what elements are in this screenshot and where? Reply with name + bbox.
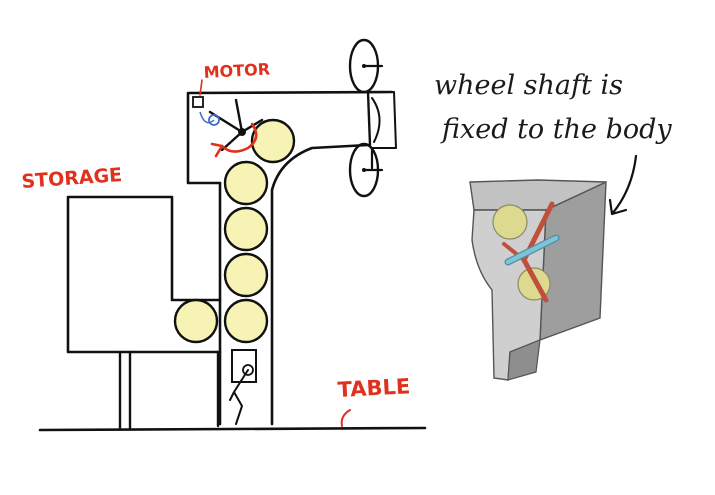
ball	[173, 298, 219, 344]
wheel-top	[348, 38, 384, 94]
ball	[223, 298, 269, 344]
ball	[223, 160, 269, 206]
chute-and-arm	[186, 90, 397, 426]
storage-label: STORAGE	[21, 164, 123, 193]
body-3d-render	[469, 179, 607, 381]
table-pointer	[340, 409, 351, 427]
balls	[173, 118, 296, 344]
ball	[492, 204, 528, 240]
note-line-2: fixed to the body	[440, 114, 672, 145]
output-gate	[229, 349, 257, 425]
table-label: TABLE	[337, 374, 411, 402]
table	[38, 350, 427, 432]
note-arrow	[608, 154, 638, 216]
wheel-bottom	[348, 142, 384, 198]
ball	[223, 206, 269, 252]
motor-label: MOTOR	[203, 60, 270, 82]
motor	[192, 79, 220, 126]
note-line-1: wheel shaft is	[434, 70, 623, 101]
paddle-wheel	[208, 98, 264, 158]
ball	[250, 118, 296, 164]
ball	[223, 252, 269, 298]
